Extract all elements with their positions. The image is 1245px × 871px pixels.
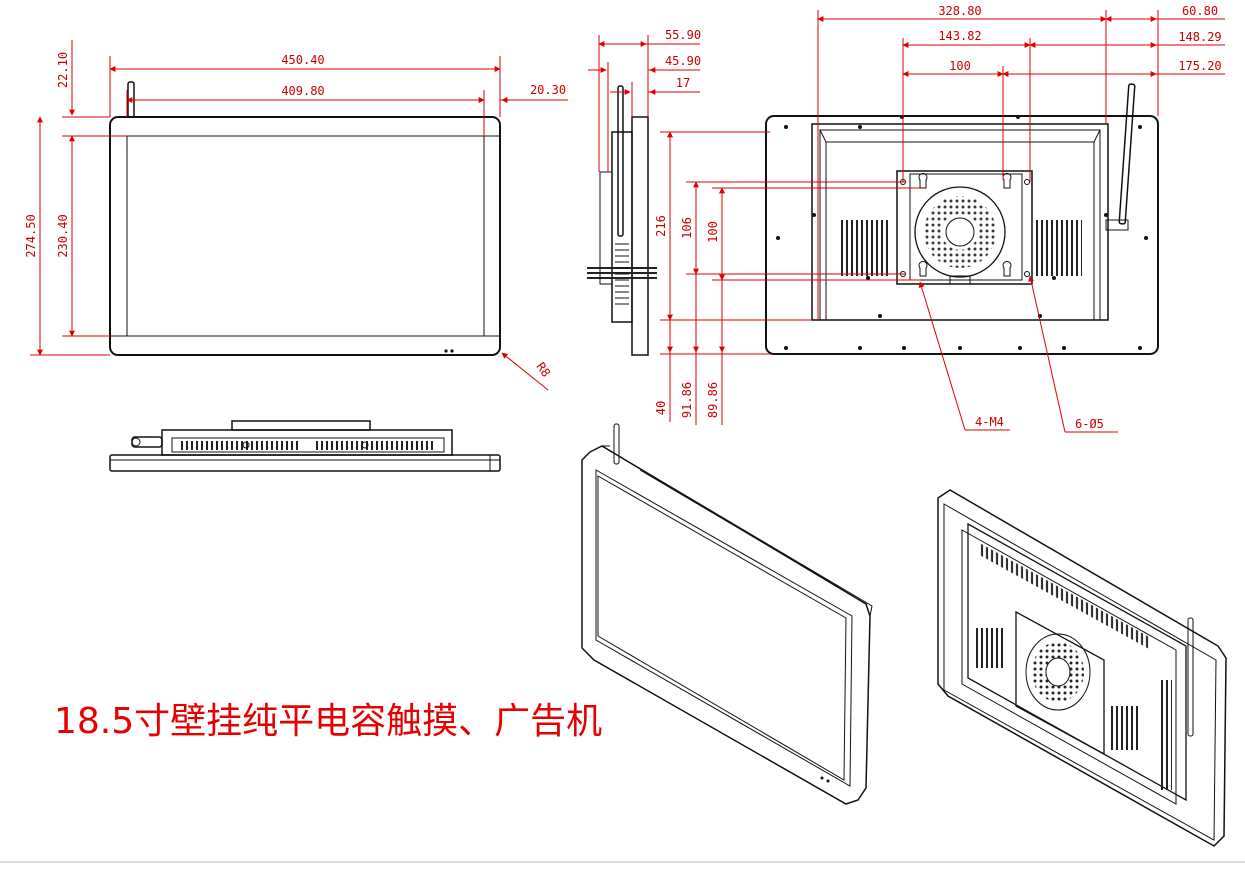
vent-slots-bottom bbox=[180, 441, 300, 450]
dim-back-bottom-91: 91.86 bbox=[680, 382, 694, 418]
dim-front-display-height: 230.40 bbox=[56, 214, 70, 257]
speaker-grille-right bbox=[1034, 220, 1082, 276]
dim-side-body-depth: 45.90 bbox=[665, 54, 701, 68]
dim-front-display-width: 409.80 bbox=[281, 84, 324, 98]
label-screw-holes: 4-M4 bbox=[975, 415, 1004, 429]
front-bezel bbox=[109, 116, 501, 356]
dim-back-bottom-40: 40 bbox=[654, 401, 668, 415]
vent-top-iso bbox=[980, 543, 1150, 650]
dim-back-right-a: 60.80 bbox=[1182, 4, 1218, 18]
antenna-back bbox=[1118, 83, 1136, 225]
dim-back-height-216: 216 bbox=[654, 215, 668, 237]
dim-back-right-b: 148.29 bbox=[1178, 30, 1221, 44]
drawing-title: 18.5寸壁挂纯平电容触摸、广告机 bbox=[54, 701, 602, 742]
dim-front-top-offset: 22.10 bbox=[56, 52, 70, 88]
side-dimensions: 55.90 45.90 17 bbox=[588, 28, 701, 172]
dim-front-overall-height: 274.50 bbox=[24, 214, 38, 257]
back-view bbox=[765, 83, 1159, 355]
mount-disc bbox=[914, 186, 1006, 278]
dim-back-width-c: 100 bbox=[949, 59, 971, 73]
dim-corner-radius: R8 bbox=[533, 360, 553, 380]
speaker-grille-iso-right bbox=[1110, 706, 1140, 750]
dim-back-width-a: 328.80 bbox=[938, 4, 981, 18]
dim-back-height-100: 100 bbox=[706, 221, 720, 243]
speaker-grille-iso-left bbox=[974, 628, 1004, 668]
side-view bbox=[587, 85, 657, 356]
back-panel bbox=[765, 115, 1159, 355]
dim-side-bezel-depth: 17 bbox=[676, 76, 690, 90]
side-bezel bbox=[631, 116, 649, 356]
front-dimensions: 450.40 409.80 20.30 22.10 274.50 230.40 … bbox=[24, 40, 568, 391]
dim-back-right-c: 175.20 bbox=[1178, 59, 1221, 73]
bottom-view bbox=[109, 420, 501, 472]
dim-front-right-offset: 20.30 bbox=[530, 83, 566, 97]
speaker-grille-left bbox=[840, 220, 888, 276]
dim-back-height-106: 106 bbox=[680, 217, 694, 239]
indicator-led bbox=[444, 349, 448, 353]
back-dimensions: 328.80 60.80 143.82 148.29 100 175.20 21… bbox=[654, 4, 1225, 433]
front-view bbox=[109, 81, 501, 356]
front-screen bbox=[126, 135, 485, 337]
dim-back-bottom-89: 89.86 bbox=[706, 382, 720, 418]
dim-front-overall-width: 450.40 bbox=[281, 53, 324, 67]
antenna-iso-front bbox=[613, 423, 620, 465]
isometric-back-view bbox=[937, 489, 1227, 847]
antenna-iso-back bbox=[1187, 617, 1194, 737]
isometric-front-view bbox=[581, 423, 873, 805]
antenna-side bbox=[617, 85, 624, 237]
dim-back-width-b: 143.82 bbox=[938, 29, 981, 43]
dim-side-overall-depth: 55.90 bbox=[665, 28, 701, 42]
label-through-holes: 6-Ø5 bbox=[1075, 417, 1104, 431]
